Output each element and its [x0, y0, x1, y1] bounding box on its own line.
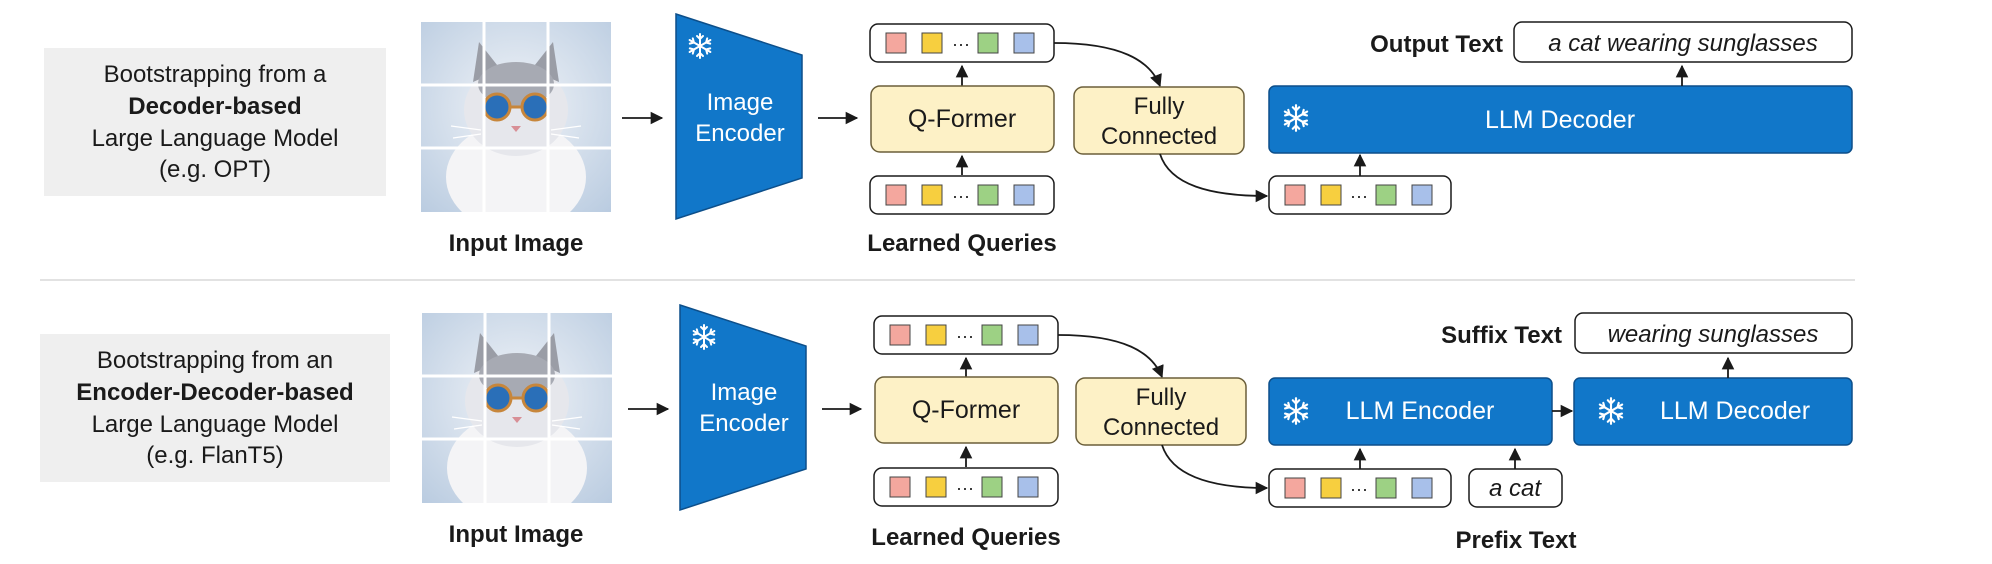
prefix-text-label: Prefix Text [1456, 527, 1577, 554]
output-text-box: a cat wearing sunglasses [1513, 21, 1853, 63]
arrow-tokens-to-fc [1057, 334, 1164, 379]
fc-line1: Fully [1134, 93, 1185, 120]
image-encoder: Image Encoder [675, 12, 803, 221]
suffix-text-box: wearing sunglasses [1574, 312, 1853, 354]
fully-connected: Fully Connected [1075, 377, 1247, 446]
image-encoder-line1: Image [711, 379, 778, 406]
llm-encoder: LLM Encoder [1268, 377, 1553, 446]
llm-decoder: LLM Decoder [1268, 85, 1853, 154]
ellipsis: ··· [956, 326, 974, 346]
q-former: Q-Former [870, 85, 1055, 153]
arrow-fc-to-soft-prompts [1161, 444, 1269, 495]
row-title-line3: Large Language Model [92, 411, 339, 438]
ellipsis: ··· [1350, 479, 1368, 499]
input-image [421, 22, 611, 212]
input-image-label: Input Image [449, 521, 584, 548]
llm-encoder-label: LLM Encoder [1346, 397, 1495, 425]
learned-queries-label: Learned Queries [867, 230, 1056, 257]
arrow-tokens-to-fc [1053, 42, 1162, 88]
ellipsis: ··· [956, 478, 974, 498]
input-image [422, 313, 612, 503]
decoder-row: Bootstrapping from a Decoder-based Large… [44, 12, 1853, 257]
row-title-line3: Large Language Model [92, 125, 339, 152]
soft-visual-prompts: ··· [1268, 468, 1452, 508]
row-title-bold: Decoder-based [128, 93, 301, 120]
fc-line2: Connected [1103, 414, 1219, 441]
llm-decoder-label: LLM Decoder [1660, 397, 1810, 425]
row-title-bold: Encoder-Decoder-based [76, 379, 353, 406]
ellipsis: ··· [952, 34, 970, 54]
arrow-fc-to-soft-prompts [1159, 153, 1269, 203]
row-title-line4: (e.g. OPT) [159, 156, 271, 183]
output-text: a cat wearing sunglasses [1548, 30, 1817, 57]
query-tokens-output: ··· [873, 315, 1059, 355]
suffix-text-label: Suffix Text [1441, 322, 1562, 349]
ellipsis: ··· [952, 186, 970, 206]
learned-queries-label: Learned Queries [871, 524, 1060, 551]
fc-line2: Connected [1101, 123, 1217, 150]
q-former: Q-Former [874, 376, 1059, 444]
image-encoder-line2: Encoder [695, 120, 784, 147]
learned-queries: ··· [873, 467, 1059, 507]
image-encoder-line1: Image [707, 89, 774, 116]
output-text-label: Output Text [1370, 31, 1503, 58]
q-former-label: Q-Former [908, 105, 1016, 133]
image-encoder: Image Encoder [679, 303, 807, 512]
llm-decoder: LLM Decoder [1573, 377, 1853, 446]
fully-connected: Fully Connected [1073, 86, 1245, 155]
llm-decoder-label: LLM Decoder [1485, 106, 1635, 134]
encoder-decoder-row: Bootstrapping from an Encoder-Decoder-ba… [40, 303, 1853, 554]
row-title-box [40, 334, 390, 482]
row-title-line1: Bootstrapping from a [104, 61, 327, 88]
row-title-line1: Bootstrapping from an [97, 347, 333, 374]
row-title-box [44, 48, 386, 196]
query-tokens-output: ··· [869, 23, 1055, 63]
soft-visual-prompts: ··· [1268, 175, 1452, 215]
image-encoder-line2: Encoder [699, 410, 788, 437]
ellipsis: ··· [1350, 186, 1368, 206]
q-former-label: Q-Former [912, 396, 1020, 424]
input-image-label: Input Image [449, 230, 584, 257]
prefix-text-box: a cat [1468, 468, 1563, 508]
prefix-text: a cat [1489, 475, 1542, 502]
learned-queries: ··· [869, 175, 1055, 215]
suffix-text: wearing sunglasses [1608, 321, 1819, 348]
fc-line1: Fully [1136, 384, 1187, 411]
row-title-line4: (e.g. FlanT5) [146, 442, 283, 469]
